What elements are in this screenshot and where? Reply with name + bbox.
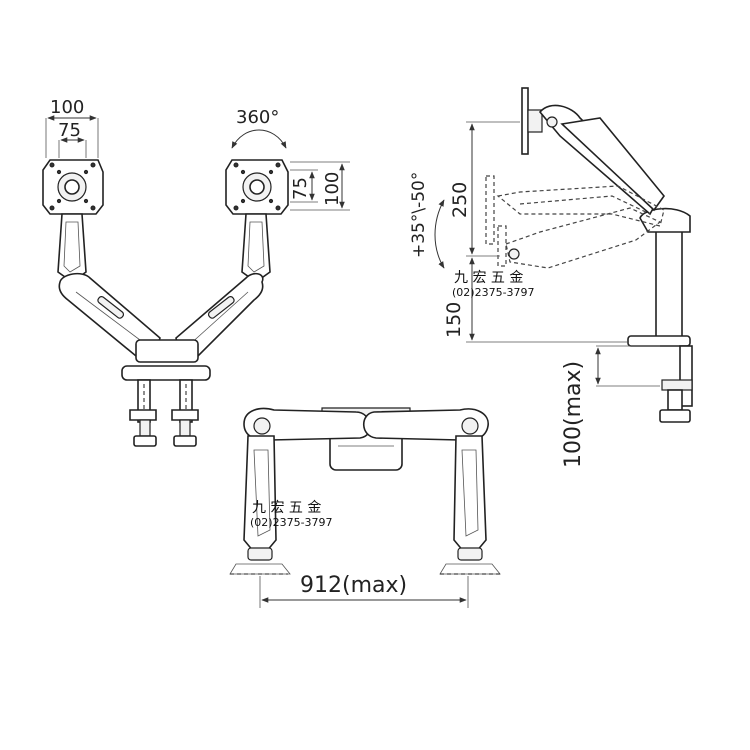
watermark-name: 九 宏 五 金 bbox=[252, 500, 321, 516]
height-150: 150 bbox=[443, 302, 465, 338]
right-vesa-plate bbox=[225, 159, 289, 215]
rotation-label: 360° bbox=[236, 107, 279, 128]
height-250: 250 bbox=[449, 182, 471, 218]
side-dimensions bbox=[434, 121, 660, 387]
span-max-label: 912(max) bbox=[300, 573, 407, 598]
plate-width-75: 75 bbox=[58, 120, 81, 141]
tilt-label: +35°\-50° bbox=[409, 172, 429, 258]
front-view bbox=[42, 159, 289, 447]
plate-width-100: 100 bbox=[50, 97, 84, 118]
left-vesa-plate bbox=[42, 159, 104, 215]
plate-height-75: 75 bbox=[290, 177, 311, 200]
plate-height-100: 100 bbox=[322, 172, 343, 206]
watermark-phone: (02)2375-3797 bbox=[250, 516, 333, 529]
clamp-max-label: 100(max) bbox=[561, 361, 586, 468]
watermark-lower: 九 宏 五 金 (02)2375-3797 bbox=[250, 500, 333, 529]
front-dimensions bbox=[45, 115, 350, 211]
watermark-phone: (02)2375-3797 bbox=[452, 286, 535, 299]
watermark-upper: 九 宏 五 金 (02)2375-3797 bbox=[452, 270, 535, 299]
watermark-name: 九 宏 五 金 bbox=[454, 270, 523, 286]
span-dimension bbox=[259, 576, 469, 608]
top-view bbox=[229, 407, 501, 575]
side-view bbox=[485, 87, 693, 423]
